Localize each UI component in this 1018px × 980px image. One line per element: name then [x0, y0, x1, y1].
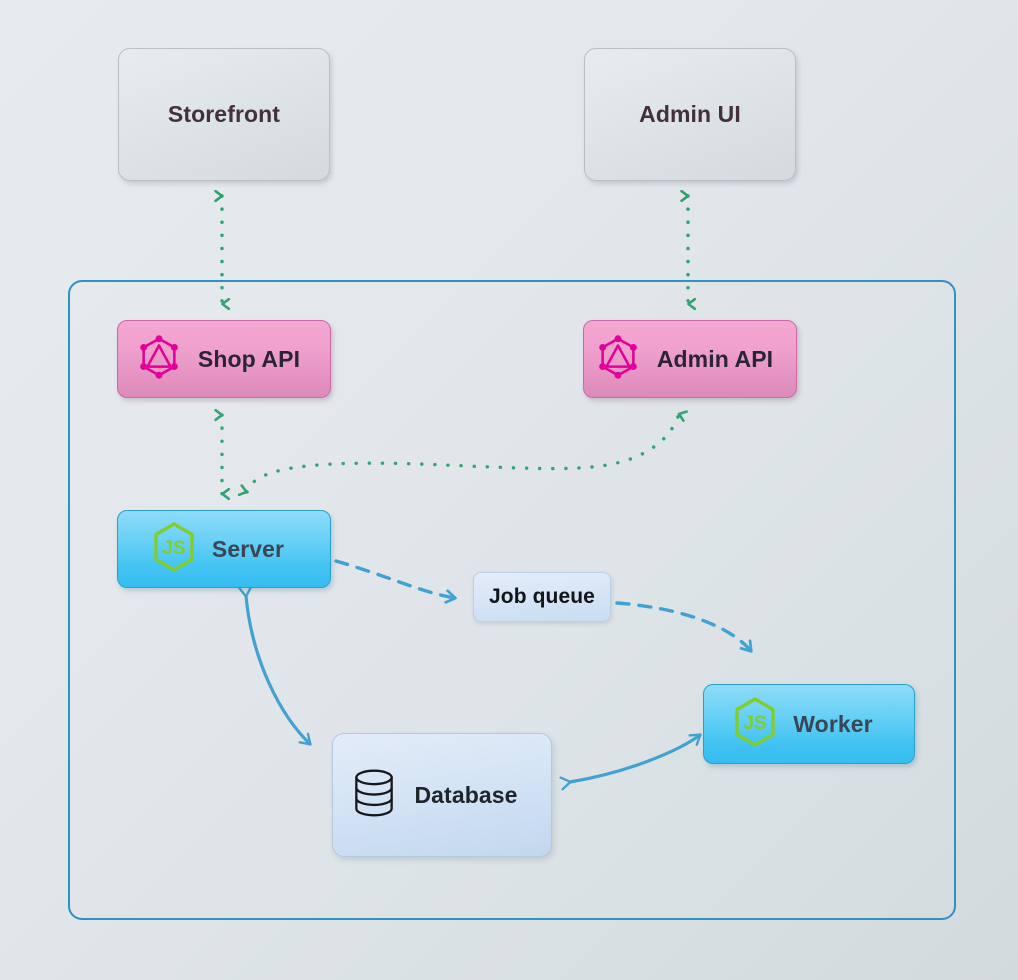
svg-text:JS: JS [162, 538, 185, 559]
graphql-icon [136, 333, 182, 386]
node-worker-label: Worker [793, 710, 873, 737]
node-shop-api-label: Shop API [197, 345, 301, 372]
node-database-label: Database [414, 781, 518, 808]
node-shop-api[interactable]: Shop API [117, 320, 331, 398]
node-database[interactable]: Database [332, 733, 552, 857]
nodejs-icon: JS [731, 696, 779, 753]
node-storefront[interactable]: Storefront [118, 48, 330, 181]
svg-text:JS: JS [744, 713, 767, 734]
database-cylinder-icon [350, 766, 398, 825]
node-admin-ui-label: Admin UI [639, 101, 741, 127]
node-job-queue[interactable]: Job queue [473, 572, 611, 622]
node-admin-api[interactable]: Admin API [583, 320, 797, 398]
node-admin-ui[interactable]: Admin UI [584, 48, 796, 181]
node-worker[interactable]: JS Worker [703, 684, 915, 764]
node-job-queue-label: Job queue [489, 585, 595, 608]
node-storefront-label: Storefront [167, 101, 281, 127]
nodejs-icon: JS [150, 521, 198, 578]
graphql-icon [595, 333, 641, 386]
server-group-container [68, 280, 956, 920]
node-admin-api-label: Admin API [656, 345, 774, 372]
node-server-label: Server [211, 535, 285, 562]
node-server[interactable]: JS Server [117, 510, 331, 588]
